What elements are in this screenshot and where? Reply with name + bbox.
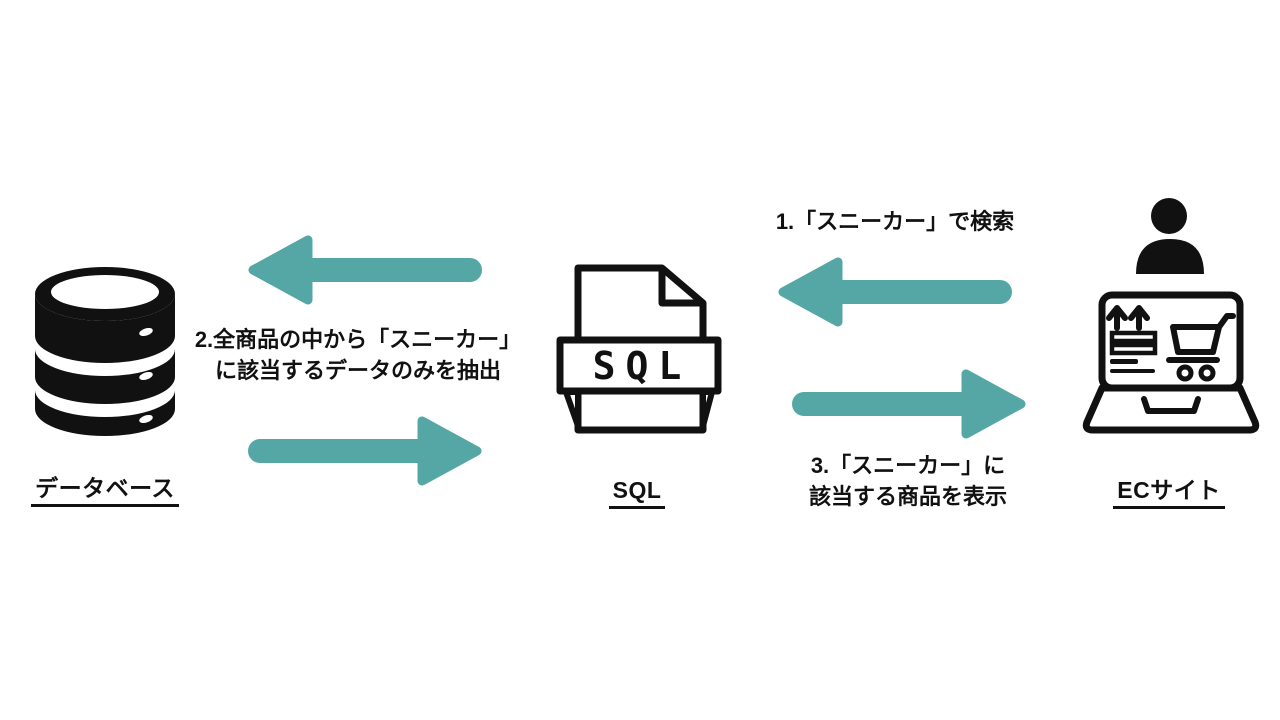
ecsite-label: ECサイト	[1079, 477, 1259, 510]
database-label: データベース	[15, 475, 195, 508]
sql-icon-text: SQL	[593, 344, 692, 388]
step3-line1: 3.「スニーカー」に	[810, 453, 1006, 478]
step2-line1: 2.全商品の中から「スニーカー」	[194, 327, 522, 352]
sql-file-icon: SQL	[556, 264, 722, 434]
database-icon	[35, 267, 175, 436]
person-shoulders-icon	[1136, 239, 1204, 274]
step2-extract-text: 2.全商品の中から「スニーカー」 に該当するデータのみを抽出	[193, 324, 523, 386]
arrow-sql-to-database	[244, 234, 488, 306]
sql-label: SQL	[577, 477, 697, 510]
ecsite-node	[1080, 190, 1270, 440]
database-label-text: データベース	[31, 475, 179, 508]
person-head-icon	[1151, 198, 1187, 234]
arrow-ecsite-to-sql	[774, 256, 1018, 328]
ecommerce-user-laptop-icon	[1082, 198, 1260, 434]
sql-label-text: SQL	[608, 477, 666, 510]
arrow-database-to-sql	[242, 415, 486, 487]
cart-basket-icon	[1170, 324, 1222, 355]
arrow-sql-to-ecsite	[786, 368, 1030, 440]
database-node	[30, 264, 180, 439]
ecsite-label-text: ECサイト	[1113, 477, 1225, 510]
step3-display-text: 3.「スニーカー」に 該当する商品を表示	[758, 450, 1058, 512]
step2-line2: に該当するデータのみを抽出	[214, 358, 501, 383]
sql-node: SQL	[556, 262, 722, 442]
step1-search-text: 1.「スニーカー」で検索	[775, 209, 1015, 234]
step3-line2: 該当する商品を表示	[808, 484, 1007, 509]
